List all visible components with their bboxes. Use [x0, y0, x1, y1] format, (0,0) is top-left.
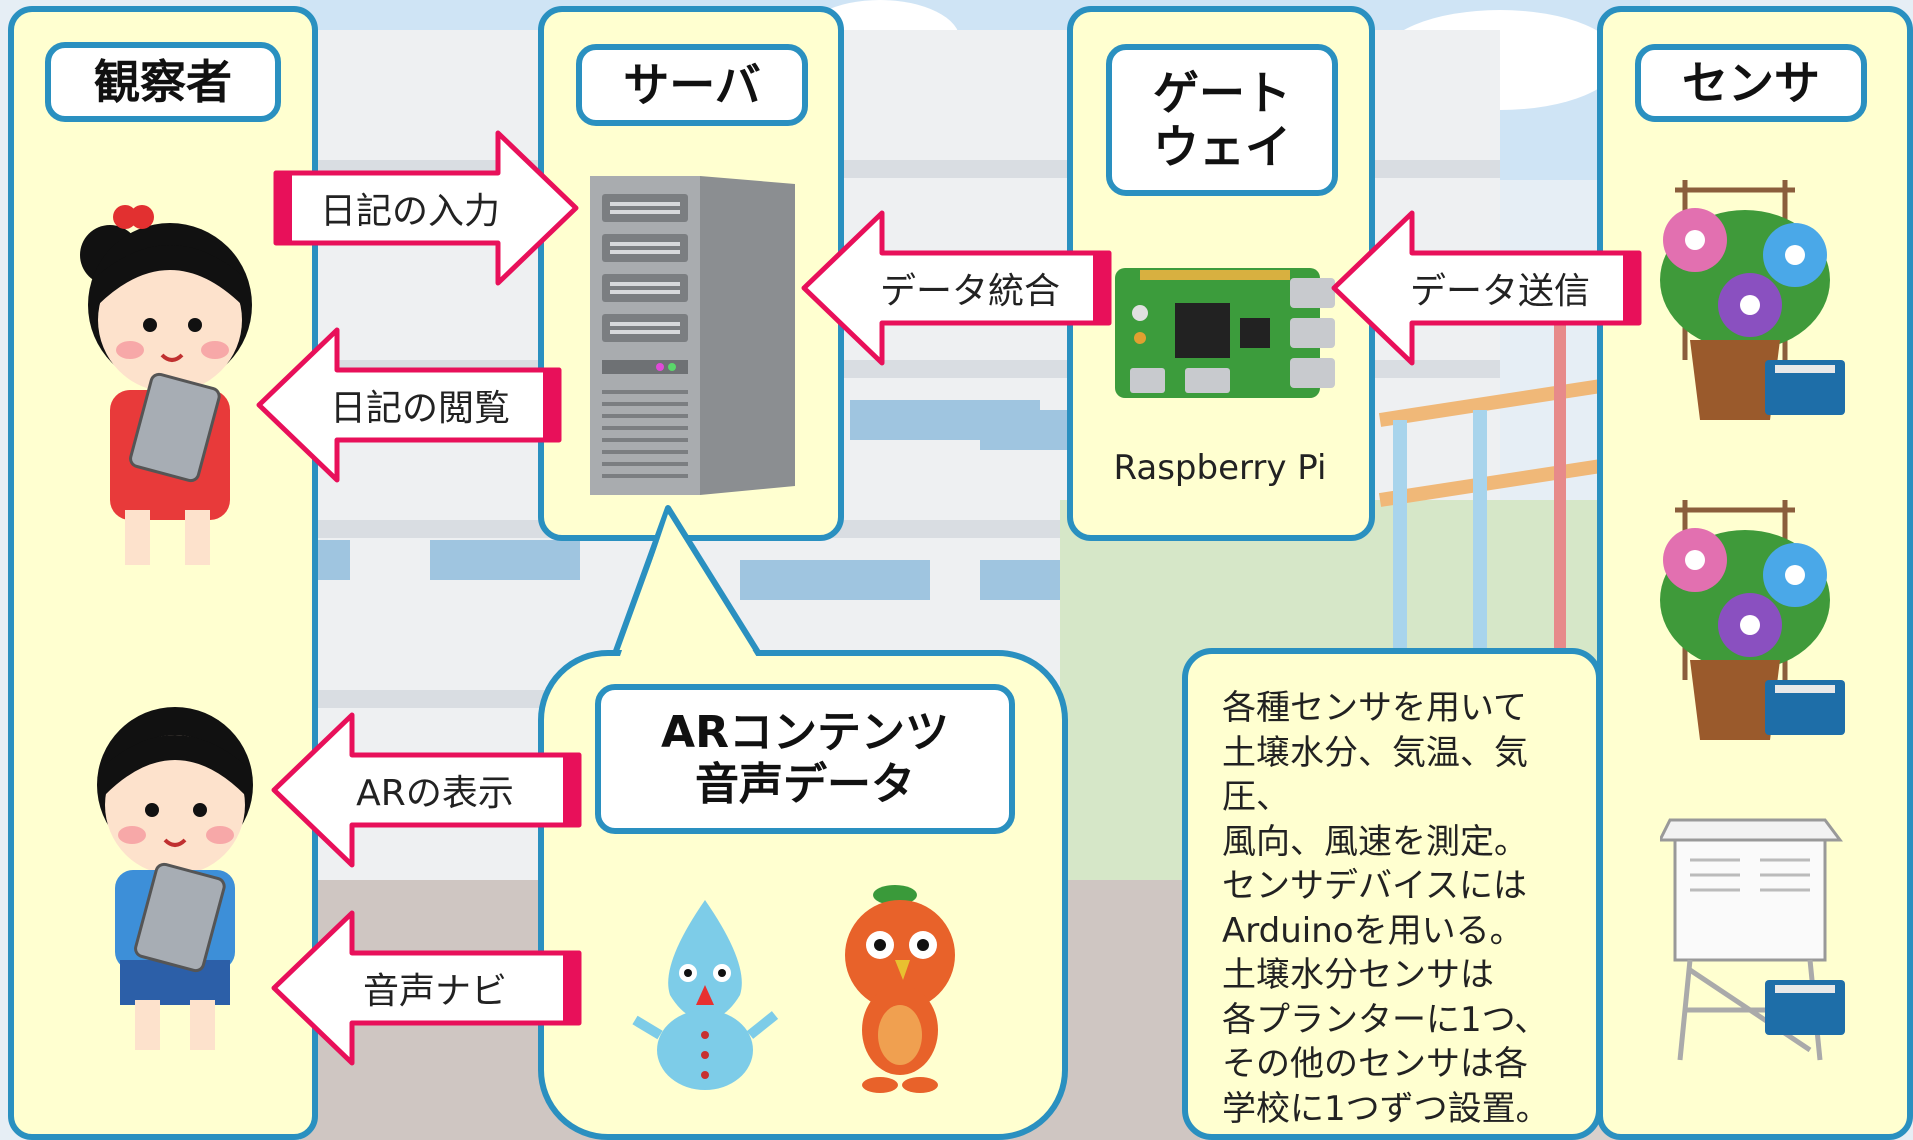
arrow-data-merge-label: データ統合: [879, 271, 1060, 312]
arrow-voice-navi-label: 音声ナビ: [362, 971, 507, 1012]
ar-content-title: ARコンテンツ 音声データ: [595, 684, 1015, 834]
arrow-data-send: [1331, 210, 1642, 366]
girl-with-tablet-illustration: [80, 205, 252, 565]
orange-bird-character-illustration: [845, 885, 955, 1093]
arrow-diary-view-label: 日記の閲覧: [329, 388, 510, 429]
water-drop-character-illustration: [632, 900, 779, 1090]
arrow-diary-input: [273, 130, 579, 286]
raspberry-pi-label: Raspberry Pi: [1113, 448, 1327, 488]
morning-glory-planter-illustration: [1660, 180, 1845, 420]
arrow-data-send-label: データ送信: [1409, 271, 1590, 312]
arrow-voice-navi: [271, 910, 582, 1066]
ar-bubble-pointer-cover: [618, 514, 760, 662]
weather-station-box-illustration: [1660, 818, 1845, 1061]
raspberry-pi-board-illustration: [1115, 268, 1335, 398]
gateway-title: ゲート ウェイ: [1106, 44, 1338, 196]
server-tower-illustration: [590, 176, 795, 495]
morning-glory-planter-illustration: [1660, 500, 1845, 740]
server-title: サーバ: [576, 44, 808, 126]
arrow-diary-view: [256, 327, 562, 483]
boy-with-tablet-illustration: [97, 707, 253, 1050]
arrow-diary-input-label: 日記の入力: [319, 191, 500, 232]
sensor-description-text: 各種センサを用いて 土壌水分、気温、気圧、 風向、風速を測定。 センサデバイスに…: [1222, 688, 1550, 1129]
sensor-title: センサ: [1635, 44, 1867, 122]
arrow-ar-display-label: ARの表示: [356, 773, 514, 814]
observer-title: 観察者: [45, 42, 281, 122]
arrow-data-merge: [801, 210, 1112, 366]
description-panel: [1182, 648, 1602, 1140]
arrow-ar-display: [271, 712, 582, 868]
